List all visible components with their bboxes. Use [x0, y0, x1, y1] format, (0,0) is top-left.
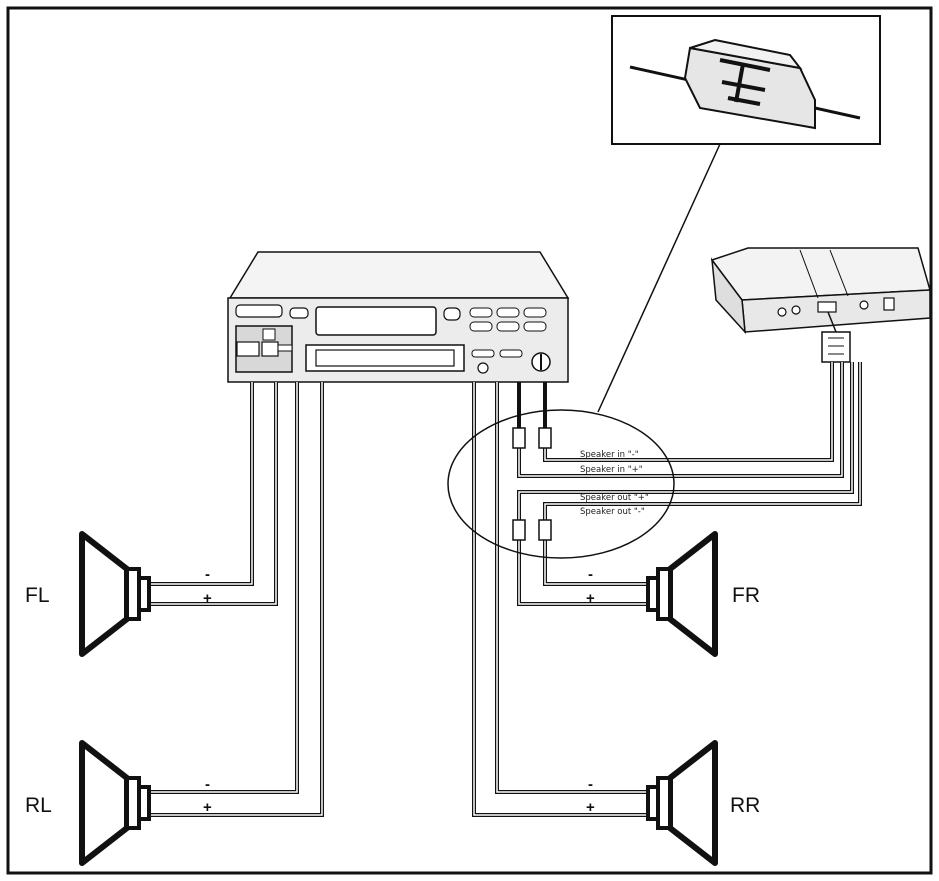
- inline-fuse-icon: [629, 38, 861, 130]
- speaker-label-rl: RL: [25, 794, 52, 817]
- amplifier-box-icon: [710, 247, 931, 363]
- polarity-rr-plus: +: [586, 799, 595, 816]
- polarity-fl-plus: +: [203, 590, 212, 607]
- polarity-fr-plus: +: [586, 590, 595, 607]
- wire-label-speaker-out-minus: Speaker out "-": [580, 507, 645, 517]
- wires: [137, 362, 862, 817]
- polarity-rl-plus: +: [203, 799, 212, 816]
- connection-highlight-ellipse: [447, 409, 675, 559]
- polarity-rl-minus: -: [205, 776, 210, 793]
- fuse-inset: [597, 15, 881, 413]
- wire-label-speaker-in-minus: Speaker in "-": [580, 450, 639, 460]
- speaker-label-rr: RR: [730, 794, 760, 817]
- inset-pointer-line: [597, 143, 721, 413]
- wire-label-speaker-in-plus: Speaker in "+": [580, 465, 643, 475]
- polarity-rr-minus: -: [588, 776, 593, 793]
- wire-connectors: [512, 427, 552, 541]
- polarity-fr-minus: -: [588, 566, 593, 583]
- polarity-fl-minus: -: [205, 566, 210, 583]
- car-radio-icon: [227, 251, 570, 383]
- speaker-label-fl: FL: [25, 584, 50, 607]
- wire-label-speaker-out-plus: Speaker out "+": [580, 493, 649, 503]
- speaker-label-fr: FR: [732, 584, 760, 607]
